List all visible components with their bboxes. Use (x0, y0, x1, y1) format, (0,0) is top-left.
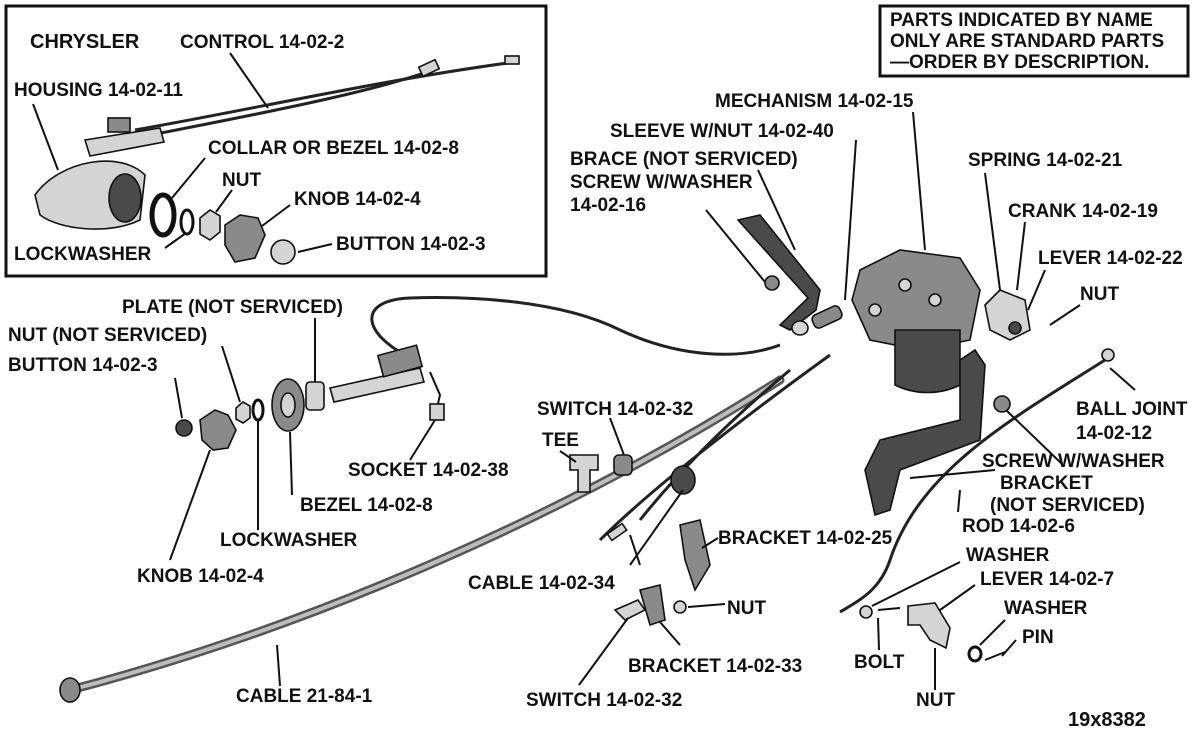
label-washer-2: WASHER (1004, 598, 1088, 619)
label-bracket-ns-2: (NOT SERVICED) (990, 495, 1145, 516)
label-nut-mid: NUT (727, 598, 766, 619)
label-cable-21: CABLE 21-84-1 (236, 686, 373, 707)
nut-not-serviced (235, 401, 251, 424)
screw-w-washer-right (993, 395, 1011, 413)
label-inset-collar: COLLAR OR BEZEL 14-02-8 (208, 138, 459, 159)
label-ball-joint: BALL JOINT (1076, 399, 1188, 420)
crank-14-02-19 (984, 289, 1031, 341)
mechanism-motor (894, 329, 961, 394)
label-bracket-33: BRACKET 14-02-33 (628, 656, 802, 677)
bolt-part (877, 607, 901, 611)
notice-line-3: —ORDER BY DESCRIPTION. (890, 52, 1149, 73)
switch-top (613, 454, 633, 476)
label-inset-housing: HOUSING 14-02-11 (14, 80, 183, 101)
socket-shaft (328, 367, 426, 403)
notice-frame (878, 4, 1190, 78)
label-plate: PLATE (NOT SERVICED) (122, 297, 343, 318)
chrysler-inset-frame (4, 4, 548, 278)
label-screw-washer-1: SCREW W/WASHER (570, 172, 753, 193)
label-inset-control: CONTROL 14-02-2 (180, 32, 344, 53)
label-lever-7: LEVER 14-02-7 (980, 569, 1114, 590)
brace-not-serviced (736, 214, 821, 331)
notice-line-2: ONLY ARE STANDARD PARTS (890, 31, 1164, 52)
label-nut-bottom: NUT (916, 690, 955, 711)
label-mechanism: MECHANISM 14-02-15 (715, 91, 914, 112)
label-sleeve: SLEEVE W/NUT 14-02-40 (610, 121, 834, 142)
lockwasher-left (251, 398, 265, 422)
label-bracket-25: BRACKET 14-02-25 (718, 528, 893, 549)
inset-housing-shaft (83, 127, 166, 157)
cable-14-02-34-b (598, 353, 831, 542)
screw-washer-14-02-16 (764, 275, 780, 291)
label-lockwasher: LOCKWASHER (220, 530, 358, 551)
pin-part (984, 651, 1006, 661)
label-bolt: BOLT (854, 652, 905, 673)
label-ball-joint-num: 14-02-12 (1076, 423, 1152, 444)
label-pin: PIN (1022, 627, 1054, 648)
label-washer-1: WASHER (966, 545, 1050, 566)
nut-right-part (1008, 321, 1022, 335)
label-inset-lockwasher: LOCKWASHER (14, 244, 152, 265)
switch-bottom (613, 599, 647, 621)
label-socket: SOCKET 14-02-38 (348, 460, 509, 481)
inset-knob (224, 214, 266, 263)
label-bracket-ns-1: BRACKET (1000, 473, 1093, 494)
lever-14-02-7 (907, 602, 951, 650)
knob-14-02-4 (199, 409, 237, 451)
inset-housing-bore (108, 173, 142, 223)
cable-21-84-1-end (59, 677, 81, 703)
washer-part (859, 605, 873, 619)
inset-housing-collar (107, 117, 131, 133)
inset-button (270, 239, 296, 265)
bracket-not-serviced (864, 348, 986, 517)
button-14-02-3 (175, 419, 193, 437)
label-tee: TEE (542, 430, 579, 451)
inset-control-cable (134, 60, 516, 132)
label-inset-nut: NUT (222, 170, 261, 191)
bracket-14-02-25 (679, 519, 711, 592)
mechanism-14-02-15 (851, 249, 981, 351)
label-inset-button: BUTTON 14-02-3 (336, 234, 486, 255)
inset-nut (199, 209, 221, 241)
washer-2-part (967, 645, 983, 663)
inset-cable-end (504, 55, 520, 65)
label-screw-washer-1-num: 14-02-16 (570, 195, 646, 216)
label-nut-right: NUT (1080, 284, 1119, 305)
label-knob: KNOB 14-02-4 (137, 566, 264, 587)
bracket-14-02-33 (639, 584, 666, 627)
label-bezel: BEZEL 14-02-8 (300, 495, 433, 516)
inset-control-wire (134, 68, 433, 140)
inset-lockwasher (179, 208, 195, 236)
label-lever-22: LEVER 14-02-22 (1038, 248, 1183, 269)
nut-mid-part (673, 600, 687, 614)
plate-not-serviced (305, 381, 325, 411)
label-switch-top: SWITCH 14-02-32 (537, 399, 693, 420)
label-rod: ROD 14-02-6 (962, 516, 1075, 537)
cable-14-02-34-a (638, 368, 791, 521)
label-switch-bottom: SWITCH 14-02-32 (526, 690, 682, 711)
label-inset-knob: KNOB 14-02-4 (294, 189, 421, 210)
rod-14-02-6 (839, 358, 1106, 614)
inset-cable-ferrule (417, 58, 441, 78)
label-screw-washer-2: SCREW W/WASHER (982, 451, 1165, 472)
sleeve-w-nut (811, 305, 843, 329)
inset-title: CHRYSLER (30, 31, 140, 53)
figure-id: 19x8382 (1068, 709, 1146, 731)
label-crank: CRANK 14-02-19 (1008, 201, 1158, 222)
cable-grommet (670, 465, 696, 495)
notice-line-1: PARTS INDICATED BY NAME (890, 10, 1153, 31)
label-button-left: BUTTON 14-02-3 (8, 355, 158, 376)
label-spring: SPRING 14-02-21 (968, 150, 1123, 171)
control-cable (370, 296, 781, 357)
label-cable-34: CABLE 14-02-34 (468, 573, 615, 594)
socket-housing (376, 344, 424, 378)
socket-connector (429, 403, 445, 421)
label-brace: BRACE (NOT SERVICED) (570, 149, 798, 170)
inset-collar (149, 192, 177, 238)
ball-joint-part (1101, 348, 1115, 362)
tee (569, 454, 599, 493)
label-nut-not-serviced: NUT (NOT SERVICED) (8, 325, 207, 346)
